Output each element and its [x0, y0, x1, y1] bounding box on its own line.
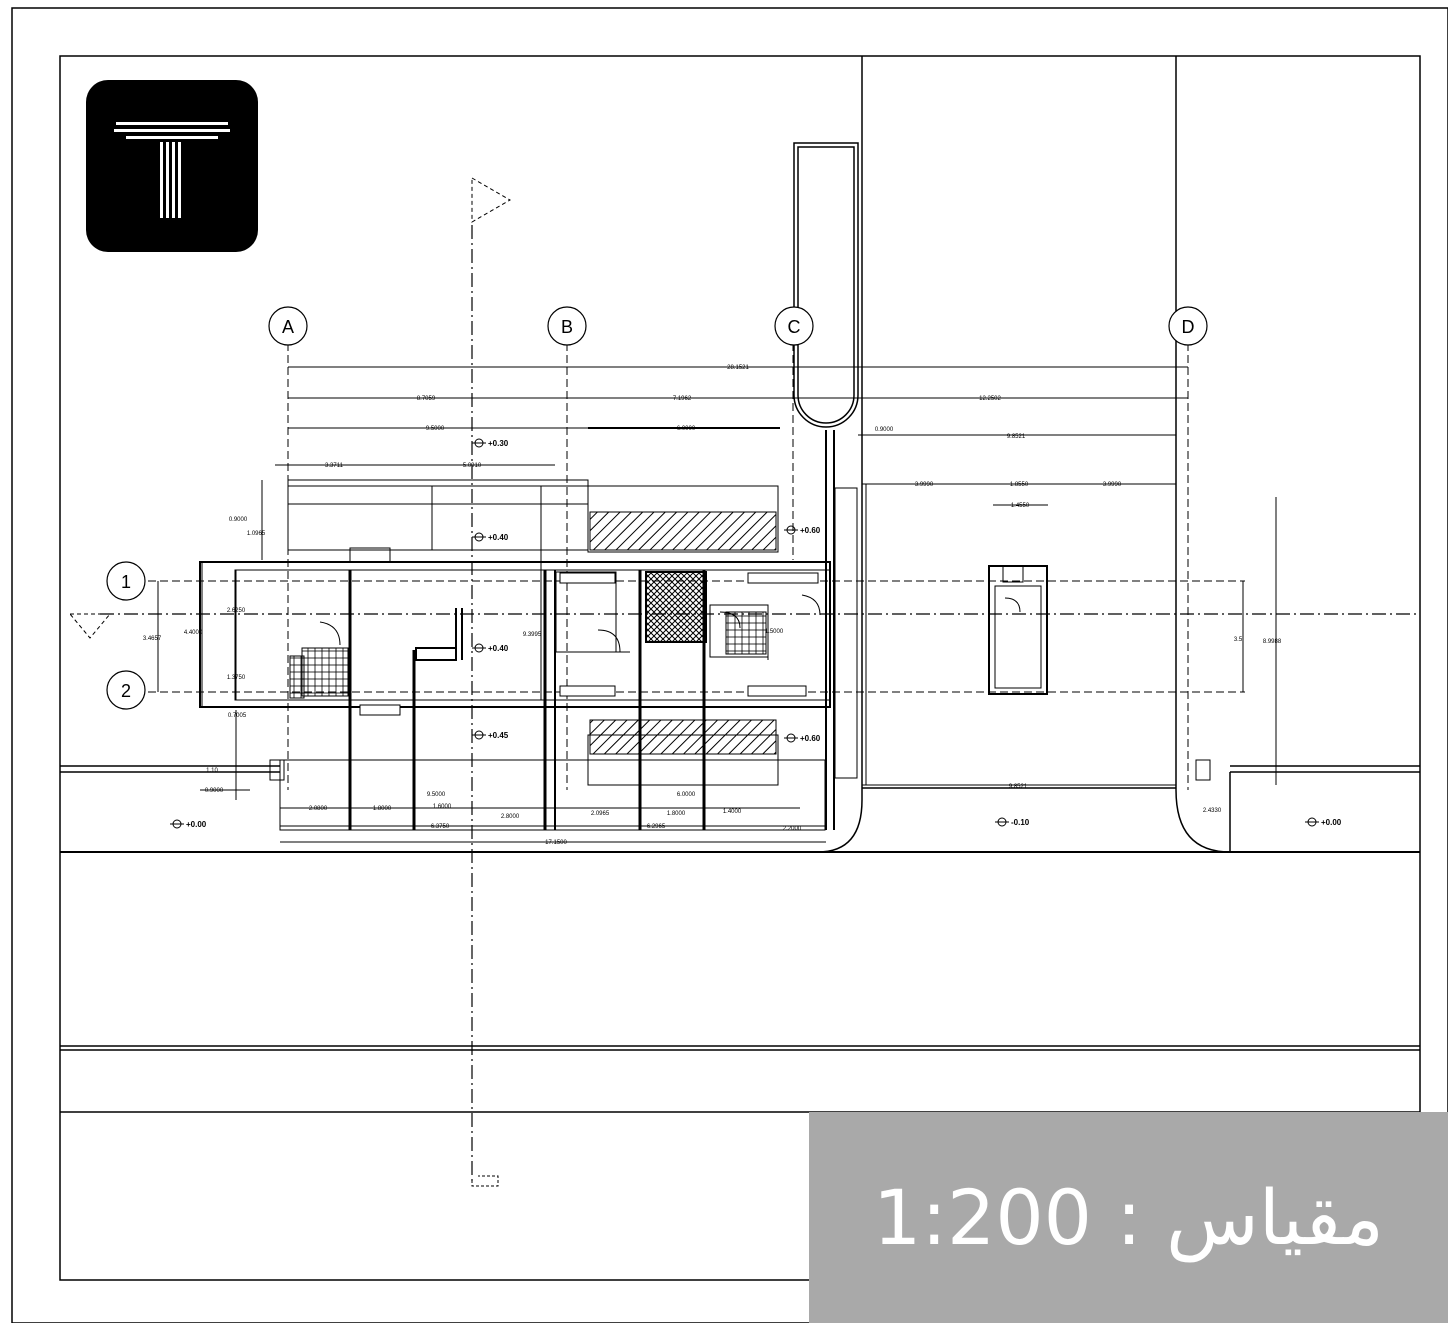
dim-text: 12.2502: [979, 396, 1001, 402]
dim-text: 3.4657: [143, 636, 162, 642]
building-walls: [199, 430, 858, 831]
dim-text: 6.0000: [677, 792, 696, 798]
svg-text:+0.40: +0.40: [488, 533, 509, 542]
scale-badge: مقياس : 1:200: [809, 1112, 1448, 1323]
inner-frame: [59, 55, 1421, 1281]
svg-text:1: 1: [121, 572, 131, 592]
dim-text: 2.6250: [227, 608, 246, 614]
dim-text: 1.6000: [433, 804, 452, 810]
hatch-area: [589, 511, 777, 551]
tile-area: [725, 611, 767, 655]
dim-text: 1.8000: [373, 806, 392, 812]
dim-text: 6.2965: [647, 824, 666, 830]
column-bubble-b: B: [547, 306, 587, 346]
dim-text: 28.1521: [727, 365, 749, 371]
dim-text: 5.0910: [463, 463, 482, 469]
dim-text: 9.5000: [426, 426, 445, 432]
dim-text: 1.8550: [1010, 482, 1029, 488]
brand-logo: [86, 80, 258, 252]
section-marker-top: [471, 177, 511, 223]
column-bubble-c: C: [774, 306, 814, 346]
dim-text: 3.5: [1234, 637, 1243, 643]
entrance-capsule: [793, 142, 859, 428]
dim-text: 17.1500: [545, 840, 567, 846]
section-marker-bottom: [471, 1175, 499, 1187]
column-bubble-d: D: [1168, 306, 1208, 346]
tile-area: [301, 647, 349, 697]
dim-text: 9.8521: [1009, 784, 1028, 790]
svg-text:+0.60: +0.60: [800, 734, 821, 743]
dim-text: 1.0965: [247, 531, 266, 537]
dim-text: 2.0800: [309, 806, 328, 812]
level-marker: +0.00: [1305, 817, 1342, 827]
a-post: [269, 759, 285, 781]
dim-text: 9.5000: [427, 792, 446, 798]
level-marker: +0.45: [472, 730, 509, 740]
level-marker: +0.40: [472, 532, 509, 542]
dim-text: 6.3750: [431, 824, 450, 830]
dim-text: 3.9990: [1103, 482, 1122, 488]
level-marker: +0.30: [472, 438, 509, 448]
level-marker: +0.00: [170, 819, 207, 829]
dim-text: 8.7059: [417, 396, 436, 402]
hatch-area: [589, 719, 777, 755]
dim-text: 1.4000: [723, 809, 742, 815]
column-logo-icon: [114, 122, 230, 218]
dim-text: 3.3711: [325, 463, 344, 469]
dim-text: 0.9000: [875, 427, 894, 433]
svg-text:-0.10: -0.10: [1011, 818, 1030, 827]
outer-frame: [11, 7, 1448, 1323]
svg-text:D: D: [1182, 317, 1195, 337]
dim-text: 2.4330: [1203, 808, 1222, 814]
level-marker: +0.60: [784, 525, 821, 535]
small-block: [289, 655, 305, 699]
svg-text:+0.00: +0.00: [186, 820, 207, 829]
section-marker-left: [68, 613, 112, 639]
dim-text: 8.9988: [1263, 639, 1282, 645]
dim-text: 6.0000: [677, 426, 696, 432]
svg-text:+0.00: +0.00: [1321, 818, 1342, 827]
dim-text: 2.0965: [591, 811, 610, 817]
dim-text: 1.8000: [667, 811, 686, 817]
svg-text:C: C: [788, 317, 801, 337]
dim-text: 2.8000: [501, 814, 520, 820]
svg-text:+0.40: +0.40: [488, 644, 509, 653]
section-lines: [100, 225, 1420, 1185]
crosshatch-area: [645, 571, 707, 643]
svg-text:+0.45: +0.45: [488, 731, 509, 740]
street-lines: [60, 56, 1420, 853]
dim-text: 0.9000: [229, 517, 248, 523]
east-pavilion: [988, 565, 1048, 695]
svg-text:+0.60: +0.60: [800, 526, 821, 535]
column-bubble-a: A: [268, 306, 308, 346]
dim-text: 0.9000: [205, 788, 224, 794]
dim-text: 7.1962: [673, 396, 692, 402]
dim-text: 1.3750: [227, 675, 246, 681]
dim-text: 2.2000: [783, 826, 802, 832]
dim-text: 1.5000: [765, 629, 784, 635]
level-marker: -0.10: [995, 817, 1030, 827]
dim-text: 0.7005: [228, 713, 247, 719]
dimension-lines: [157, 366, 1277, 843]
dim-text: 9.8521: [1007, 434, 1026, 440]
d-post: [1195, 759, 1211, 781]
dim-text: 4.4000: [184, 630, 203, 636]
dim-text: 9.3995: [523, 632, 542, 638]
svg-text:+0.30: +0.30: [488, 439, 509, 448]
furniture: [359, 572, 819, 716]
svg-text:2: 2: [121, 681, 131, 701]
dim-text: 3.9990: [915, 482, 934, 488]
scale-label: مقياس : 1:200: [873, 1173, 1384, 1262]
row-bubble-2: 2: [106, 670, 146, 710]
svg-text:A: A: [282, 317, 294, 337]
row-bubble-1: 1: [106, 561, 146, 601]
level-marker: +0.40: [472, 643, 509, 653]
dim-text: 1.10: [206, 768, 218, 774]
level-marker: +0.60: [784, 733, 821, 743]
dim-text: 1.4550: [1011, 503, 1030, 509]
svg-text:B: B: [561, 317, 573, 337]
